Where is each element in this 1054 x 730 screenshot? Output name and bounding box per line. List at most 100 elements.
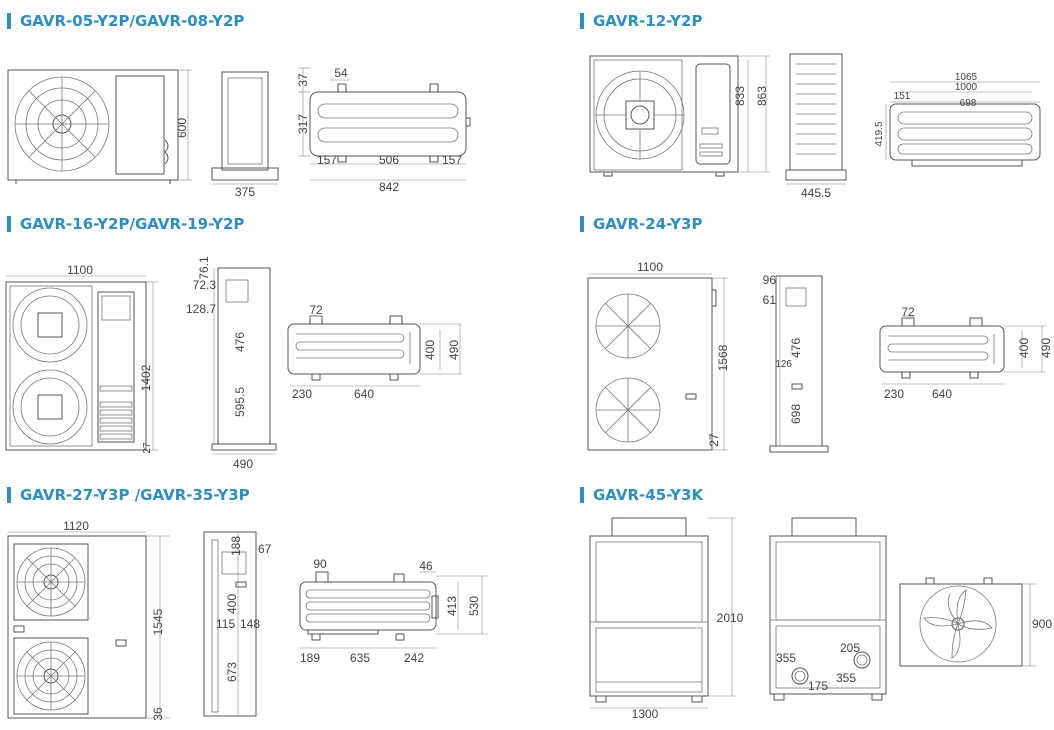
section-title-2: GAVR-12-Y2P [580, 12, 702, 30]
title-text: GAVR-27-Y3P /GAVR-35-Y3P [20, 486, 250, 504]
dim-height: 2010 [717, 611, 744, 625]
unit-12-front-view: 833 863 [589, 55, 770, 177]
dim-small: 126 [775, 359, 792, 370]
dim-top-depth: 900 [1032, 617, 1052, 631]
dim-body: 317 [296, 114, 310, 134]
title-marker [580, 13, 584, 29]
unit-12-side-view: 445.5 [785, 53, 847, 200]
fan-grille-1 [13, 543, 89, 621]
unit-45-front-view: 2010 1300 [589, 517, 744, 721]
dim-off2: 148 [240, 617, 260, 631]
dim-right: 157 [442, 153, 462, 167]
dim-left: 151 [894, 91, 911, 102]
dim-center: 640 [354, 387, 374, 401]
dim-left: 157 [317, 153, 337, 167]
dim-foot: 27 [707, 433, 721, 447]
title-text: GAVR-16-Y2P/GAVR-19-Y2P [20, 215, 245, 233]
dim-mid: 476 [233, 332, 247, 352]
unit-45-top-view: 900 [899, 577, 1052, 667]
dim-off: 128.7 [186, 302, 216, 316]
dim-inner-h: 833 [733, 86, 747, 106]
dim-off1: 115 [216, 617, 235, 631]
dim-foot-d2: 530 [467, 596, 481, 616]
dim-center: 698 [960, 98, 977, 109]
unit-24-top-view: 72 400 490 230 640 [879, 305, 1053, 401]
title-text: GAVR-05-Y2P/GAVR-08-Y2P [20, 12, 245, 30]
dim-port2: 205 [840, 641, 860, 655]
dim-port1: 355 [776, 651, 796, 665]
dim-top1: 76.1 [197, 256, 211, 280]
section-title-1: GAVR-05-Y2P/GAVR-08-Y2P [7, 12, 244, 30]
dim-foot-d2: 490 [1039, 338, 1053, 358]
dim-width: 1300 [632, 707, 659, 721]
dim-width: 1100 [67, 263, 93, 277]
dim-height: 1568 [716, 344, 730, 371]
unit-24-side-view: 96 61 476 126 698 [763, 273, 829, 453]
dim-right: 242 [404, 651, 424, 665]
title-marker [7, 13, 11, 29]
dim-outer-h: 863 [755, 86, 769, 106]
dim-left: 230 [884, 387, 904, 401]
dim-width: 1100 [637, 260, 663, 274]
dim-top1: 96 [763, 273, 777, 287]
dim-w-mid: 1000 [955, 82, 978, 93]
dim-foot-h: 419.5 [874, 121, 885, 146]
section-title-3: GAVR-16-Y2P/GAVR-19-Y2P [7, 215, 244, 233]
unit-24-front-view: 1100 1568 27 [587, 260, 730, 451]
dim-foot-d1: 400 [1017, 338, 1031, 358]
dim-height: 1402 [139, 364, 153, 391]
dim-mid: 476 [789, 338, 803, 358]
dim-top2: 61 [763, 293, 777, 307]
dim-bracket: 90 [313, 557, 327, 571]
dim-left: 189 [300, 651, 320, 665]
dim-low: 698 [789, 404, 803, 424]
dim-depth: 490 [233, 457, 253, 471]
dim-depth: 375 [235, 185, 255, 199]
title-text: GAVR-12-Y2P [593, 12, 703, 30]
dim-center: 635 [350, 651, 370, 665]
title-text: GAVR-24-Y3P [593, 215, 703, 233]
top-fan [919, 585, 997, 663]
dim-port3: 175 [808, 679, 828, 693]
dim-top: 188 [229, 536, 243, 556]
dim-low: 595.5 [233, 387, 247, 417]
title-marker [7, 487, 11, 503]
title-marker [7, 216, 11, 232]
dim-top2: 72.3 [193, 278, 217, 292]
fan-grille-2 [13, 637, 89, 715]
dim-low: 673 [225, 662, 239, 682]
dim-left: 230 [292, 387, 312, 401]
pipe-port-1 [791, 667, 809, 685]
dim-foot: 36 [151, 707, 165, 721]
dim-foot-d1: 413 [445, 596, 459, 616]
dim-mid: 400 [225, 594, 239, 614]
dim-bracket: 72 [309, 303, 323, 317]
title-text: GAVR-45-Y3K [593, 486, 704, 504]
side-panel [115, 75, 165, 175]
unit-05-side-view: 375 [211, 71, 279, 199]
section-title-5: GAVR-27-Y3P /GAVR-35-Y3P [7, 486, 250, 504]
dim-bracket: 54 [334, 66, 348, 80]
dim-foot: 27 [142, 442, 153, 454]
section-title-6: GAVR-45-Y3K [580, 486, 703, 504]
dim-height: 600 [175, 118, 189, 138]
unit-27-front-view: 1120 1545 36 [7, 519, 170, 721]
dim-foot-d1: 400 [423, 340, 437, 360]
section-title-4: GAVR-24-Y3P [580, 215, 702, 233]
dim-center: 506 [379, 153, 399, 167]
unit-05-front-view: 600 [7, 69, 192, 184]
dim-height: 1545 [151, 608, 165, 635]
dim-w-outer: 1065 [955, 72, 978, 83]
dim-center: 640 [932, 387, 952, 401]
unit-16-front-view: 1100 1402 27 [5, 263, 158, 454]
unit-45-side-view: 355 205 175 355 [769, 517, 887, 701]
dim-port4: 355 [836, 671, 856, 685]
dim-bracket: 72 [901, 305, 915, 319]
dim-width: 1120 [63, 519, 89, 533]
unit-16-top-view: 72 400 490 230 640 [287, 303, 462, 401]
dim-side: 67 [258, 542, 272, 556]
dim-depth: 445.5 [801, 186, 831, 200]
unit-27-top-view: 90 46 413 530 189 635 242 [299, 557, 488, 665]
pipe-port-2 [853, 651, 871, 669]
